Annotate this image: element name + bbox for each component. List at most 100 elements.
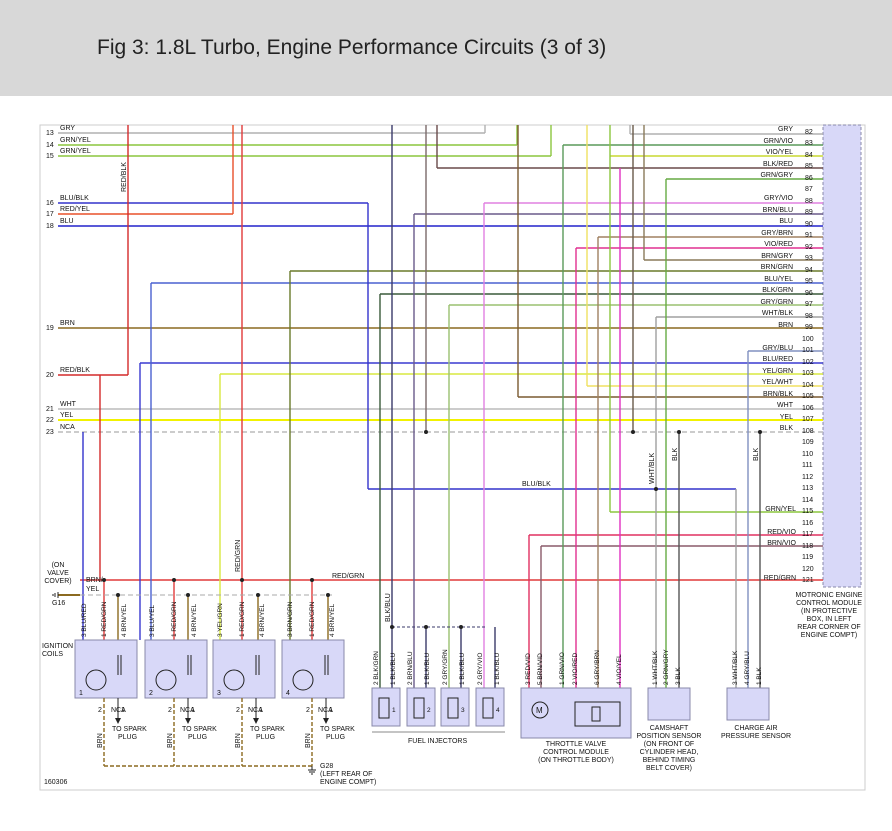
right-pin-num: 88 [805,198,813,205]
injector-num: 3 [461,707,465,714]
ignition-coil-1: 1 3 BLU/RED 1 RED/GRN 4 BRN/YEL [74,601,138,699]
svg-text:4 GRY/BLU: 4 GRY/BLU [744,651,751,685]
svg-text:4 VIO/YEL: 4 VIO/YEL [616,654,623,685]
right-pin-label: GRY/BLU [762,345,793,352]
blk-blu-vert-label: BLK/BLU [385,593,392,622]
g28-label: G28 [320,763,333,770]
svg-text:2 GRY/VIO: 2 GRY/VIO [477,653,484,685]
coil-pin: 4 BRN/YEL [259,603,266,637]
left-pin-num: 15 [46,153,54,160]
right-pin-label: YEL/GRN [762,368,793,375]
left-pin-label: NCA [60,424,75,431]
left-pin-num: 14 [46,142,54,149]
blu-blk-label: BLU/BLK [522,481,551,488]
right-pin-num: 119 [802,554,813,561]
right-pin-num: 83 [805,140,813,147]
left-pin-label: WHT [60,401,77,408]
right-pin-num: 94 [805,267,813,274]
right-pin-num: 97 [805,301,813,308]
svg-text:1 BLK/BLU: 1 BLK/BLU [390,653,397,685]
right-pin-num: 108 [802,428,814,435]
right-pin-num: 110 [802,451,813,458]
svg-text:BRN: BRN [305,733,312,748]
right-pin-label: BRN/BLU [763,207,793,214]
right-pin-num: 120 [802,566,814,573]
coil-num: 4 [286,690,290,697]
left-pin-label: BLU [60,218,74,225]
left-pin-num: 19 [46,325,54,332]
coil-pin: 1 RED/GRN [309,601,316,637]
left-pin-label: GRN/YEL [60,137,91,144]
right-pin-num: 113 [802,485,813,492]
ref-label: 160306 [44,779,67,786]
svg-text:NCA: NCA [318,707,333,714]
right-pin-label: BRN/GRY [761,253,793,260]
coil-pin: 3 BLU/RED [81,603,88,637]
right-pin-label: RED/GRN [764,575,796,582]
page-title: Fig 3: 1.8L Turbo, Engine Performance Ci… [97,36,607,59]
ignition-coil-4: 4 3 BRN/GRN 1 RED/GRN 4 BRN/YEL [281,601,345,699]
right-pin-label: YEL [780,414,793,421]
brn-label: BRN/ [86,577,103,584]
svg-text:NCA: NCA [248,707,263,714]
svg-text:2 GRN/GRY: 2 GRN/GRY [663,649,670,685]
svg-text:6 GRY/BRN: 6 GRY/BRN [594,650,601,685]
right-pin-num: 96 [805,290,813,297]
coil-pin: 4 BRN/YEL [329,603,336,637]
right-pin-label: WHT [777,402,794,409]
svg-text:BRN: BRN [97,733,104,748]
blk-vert-label-b: BLK [753,447,760,461]
left-pin-label: RED/YEL [60,206,90,213]
right-pin-num: 121 [802,577,814,584]
ground-g28-icon [308,766,316,775]
left-pin-label: GRY [60,125,75,132]
svg-text:1 BLK/BLU: 1 BLK/BLU [494,653,501,685]
vertical-wires [82,125,761,688]
coil-pin: 1 RED/GRN [239,601,246,637]
left-pin-num: 18 [46,223,54,230]
fuel-injectors: 1 2 3 4 2 BLK/GRN 1 BLK/BLU 2 BRN/BLU 1 … [371,649,505,745]
coil-pin: 1 RED/GRN [101,601,108,637]
right-pin-num: 100 [802,336,814,343]
right-pin-wires [80,133,823,581]
right-pin-num: 93 [805,255,813,262]
injector-num: 2 [427,707,431,714]
blk-vert-label-a: BLK [672,447,679,461]
right-pin-label: BRN [778,322,793,329]
svg-text:1: 1 [259,707,263,714]
right-pin-label: GRY/VIO [764,195,794,202]
coil-pin: 4 BRN/YEL [191,603,198,637]
svg-text:BRN: BRN [167,733,174,748]
svg-text:NCA: NCA [180,707,195,714]
left-pin-num: 13 [46,130,54,137]
right-pin-label: GRY/GRN [760,299,793,306]
left-pin-label: BLU/BLK [60,195,89,202]
right-pin-label: BLK [780,425,794,432]
svg-text:M: M [536,706,543,715]
ignition-coil-2: 2 3 BLU/YEL 1 RED/GRN 4 BRN/YEL [144,601,208,699]
left-pin-num: 23 [46,429,54,436]
right-pin-num: 101 [802,347,814,354]
right-pin-label: BLU/YEL [764,276,793,283]
right-pin-num: 115 [802,508,813,515]
right-pin-label: BRN/BLK [763,391,793,398]
ground-g16-icon [52,592,59,598]
coil-num: 3 [217,690,221,697]
junction-dots [102,430,762,629]
coil-pin: 1 RED/GRN [171,601,178,637]
right-pin-num: 102 [802,359,814,366]
svg-text:BRN: BRN [235,733,242,748]
ignition-coil-3: 3 3 YEL/GRN 1 RED/GRN 4 BRN/YEL [212,601,276,699]
header-bar: Fig 3: 1.8L Turbo, Engine Performance Ci… [0,0,892,96]
right-pin-num: 105 [802,393,814,400]
right-pin-label: GRY [778,126,793,133]
